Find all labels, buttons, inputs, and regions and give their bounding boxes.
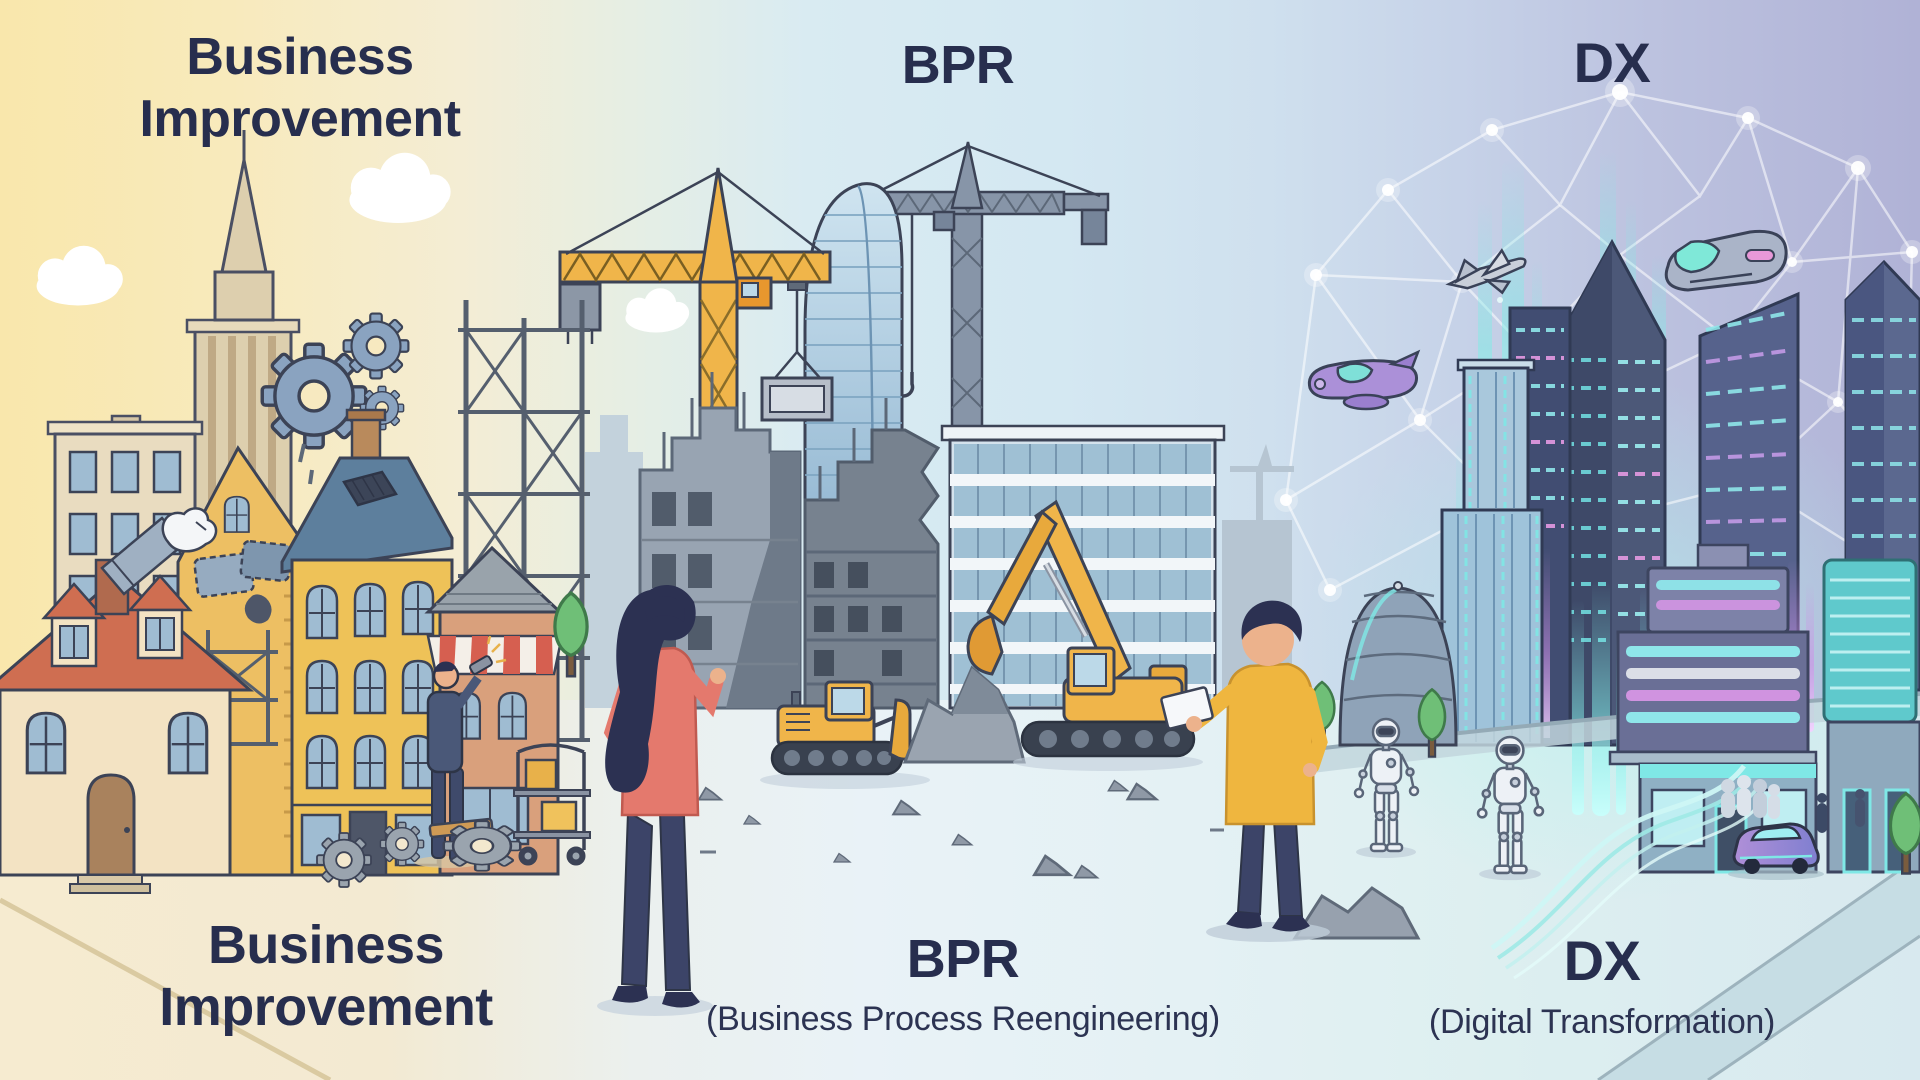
woman-observer bbox=[597, 585, 726, 1016]
middle-panel-title-bottom: BPR (Business Process Reengineering) bbox=[706, 929, 1220, 1038]
dormer bbox=[41, 582, 107, 668]
autonomous-car bbox=[1728, 822, 1824, 880]
left-panel-title-top: Business Improvement bbox=[139, 26, 461, 150]
old-town bbox=[0, 300, 591, 1080]
scattered-rocks bbox=[697, 779, 1421, 940]
middle-panel-title-top: BPR bbox=[901, 35, 1015, 95]
demolished-building-dark bbox=[803, 398, 941, 710]
middle-panel-subtitle: (Business Process Reengineering) bbox=[706, 1000, 1220, 1038]
left-panel-title-bottom: Business Improvement bbox=[159, 914, 493, 1038]
jet-icon bbox=[1445, 248, 1527, 295]
pedestrians bbox=[1721, 775, 1865, 833]
ground-gears bbox=[316, 817, 522, 888]
old-house bbox=[0, 574, 255, 894]
right-panel-title-bottom: DX (Digital Transformation) bbox=[1428, 929, 1776, 1041]
right-panel-title-top: DX bbox=[1573, 31, 1651, 94]
repair-patch bbox=[193, 539, 293, 624]
title-line: Business bbox=[186, 28, 414, 86]
excavator bbox=[966, 499, 1203, 771]
title-line: Improvement bbox=[139, 90, 461, 148]
hovercraft-icon bbox=[1664, 229, 1788, 292]
right-panel-subtitle: (Digital Transformation) bbox=[1428, 1003, 1776, 1041]
bulldozer bbox=[760, 680, 930, 789]
townhouse bbox=[280, 408, 454, 877]
title-line: Improvement bbox=[159, 977, 493, 1037]
shuttle-icon bbox=[1307, 349, 1421, 411]
dx-building-complex bbox=[1608, 543, 1920, 874]
gear-icons bbox=[260, 312, 410, 485]
supply-cart bbox=[513, 743, 591, 866]
street-edge bbox=[0, 897, 332, 1080]
rubble-pile bbox=[902, 665, 1026, 764]
dormer bbox=[127, 574, 193, 660]
striped-awning bbox=[426, 634, 564, 676]
title-line: Business bbox=[207, 915, 445, 975]
man-with-tablet bbox=[1160, 600, 1330, 942]
giant-repair-hand bbox=[94, 507, 218, 616]
